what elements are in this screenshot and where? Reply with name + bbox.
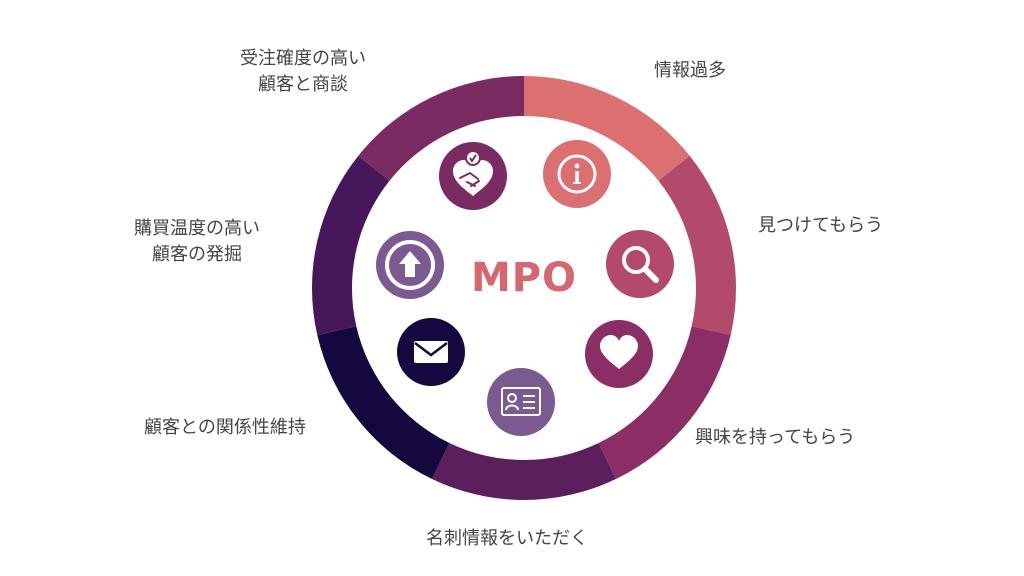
segment-label-maintain-relation: 顧客との関係性維持 bbox=[144, 415, 306, 441]
label-line: 情報過多 bbox=[654, 60, 726, 81]
segment-label-negotiate-high: 受注確度の高い 顧客と商談 bbox=[240, 46, 366, 98]
center-label-mpo: MPO bbox=[470, 255, 578, 301]
label-line: 顧客と商談 bbox=[258, 74, 348, 95]
segment-label-discover-high: 購買温度の高い 顧客の発掘 bbox=[134, 216, 260, 268]
segment-label-get-found: 見つけてもらう bbox=[758, 213, 883, 239]
ring-segment-get-interested bbox=[598, 326, 731, 480]
segment-label-get-interested: 興味を持ってもらう bbox=[695, 425, 855, 451]
label-line: 名刺情報をいただく bbox=[426, 528, 588, 549]
search-icon bbox=[606, 230, 674, 298]
ring-segment-business-card bbox=[432, 442, 616, 501]
cycle-ring bbox=[312, 76, 736, 501]
label-line: 顧客との関係性維持 bbox=[144, 417, 306, 438]
id-card-icon bbox=[487, 368, 555, 436]
ring-segment-discover-high bbox=[312, 155, 390, 336]
label-line: 顧客の発掘 bbox=[152, 244, 242, 265]
info-icon bbox=[543, 140, 611, 208]
ring-segment-get-found bbox=[658, 155, 736, 336]
mail-icon bbox=[397, 318, 465, 386]
label-line: 購買温度の高い bbox=[134, 218, 260, 239]
segment-label-info-overload: 情報過多 bbox=[654, 58, 726, 84]
upload-arrow-icon bbox=[376, 231, 444, 299]
handshake-heart-icon bbox=[439, 142, 507, 210]
ring-segment-maintain-relation bbox=[317, 326, 450, 480]
heart-icon bbox=[585, 320, 653, 388]
segment-label-business-card: 名刺情報をいただく bbox=[426, 526, 588, 552]
label-line: 興味を持ってもらう bbox=[695, 427, 856, 448]
label-line: 見つけてもらう bbox=[758, 215, 884, 236]
label-line: 受注確度の高い bbox=[240, 48, 366, 69]
ring-segment-info-overload bbox=[524, 76, 690, 181]
ring-segment-negotiate-high bbox=[358, 76, 524, 181]
